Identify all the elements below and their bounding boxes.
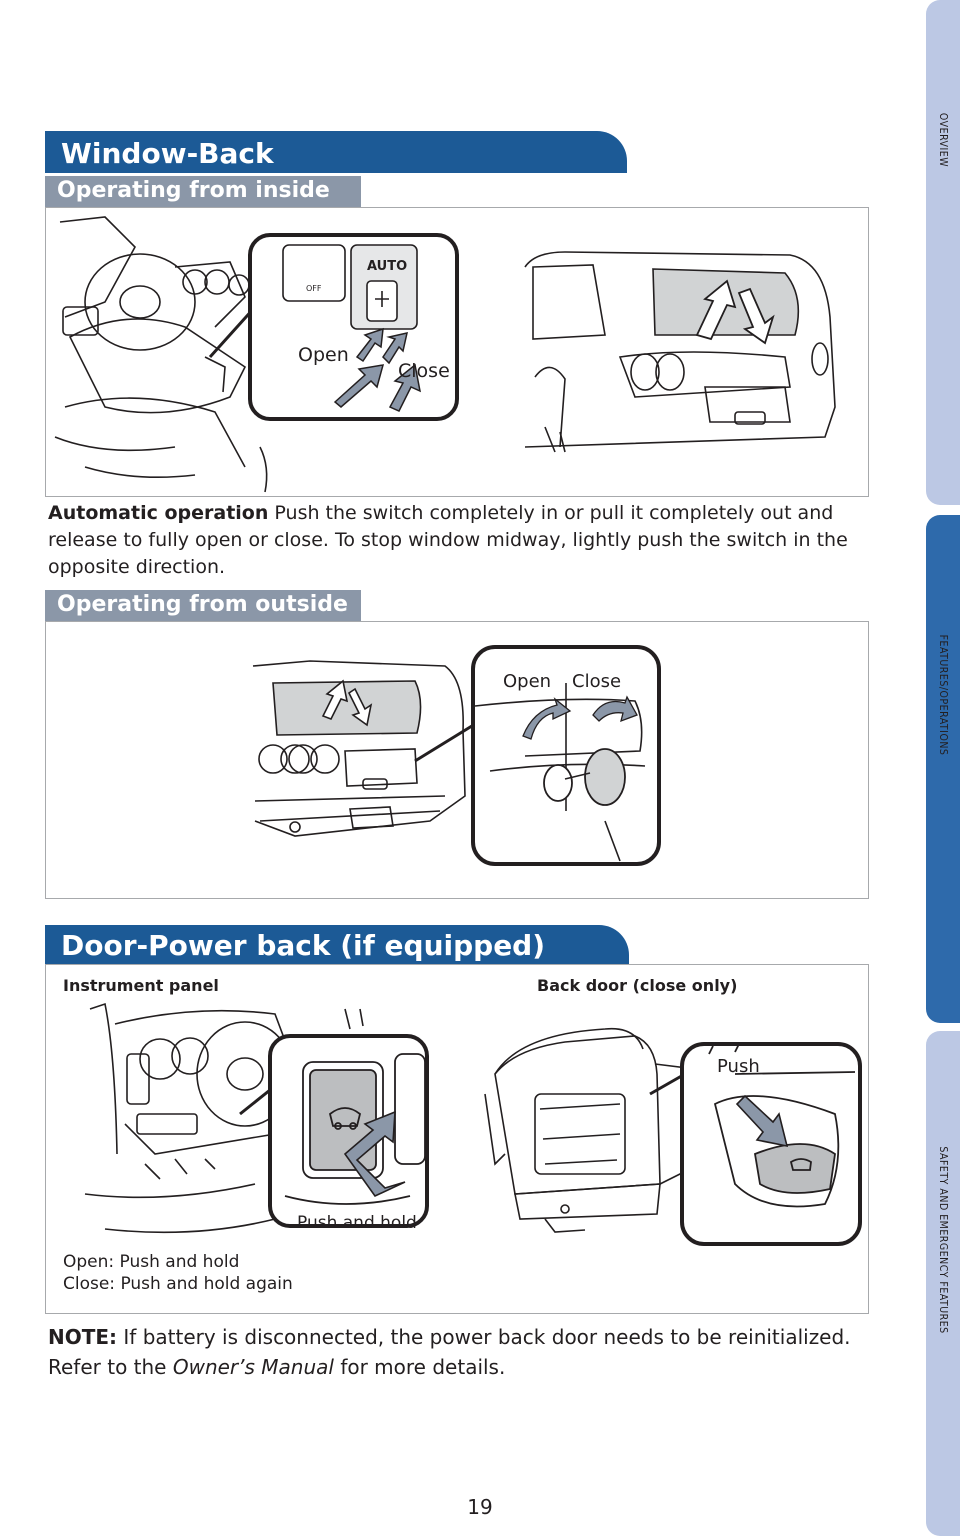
inside-open-label: Open bbox=[298, 344, 349, 366]
tab-features-operations[interactable] bbox=[926, 515, 960, 1023]
page-number: 19 bbox=[467, 1495, 493, 1519]
note-text-2: for more details. bbox=[333, 1355, 506, 1379]
tab-safety[interactable] bbox=[926, 1031, 960, 1536]
section-title-window-back: Window-Back bbox=[45, 131, 627, 173]
note-paragraph: NOTE: If battery is disconnected, the po… bbox=[48, 1322, 868, 1382]
illustration-panel-outside bbox=[45, 621, 869, 899]
exterior-key-illustration bbox=[252, 645, 661, 866]
push-label: Push bbox=[717, 1056, 760, 1077]
automatic-operation-paragraph: Automatic operation Push the switch comp… bbox=[48, 500, 868, 581]
tab-overview-label: OVERVIEW bbox=[937, 112, 949, 168]
note-owners-manual: Owner’s Manual bbox=[172, 1355, 334, 1379]
inside-close-label: Close bbox=[398, 360, 450, 382]
note-label: NOTE: bbox=[48, 1325, 118, 1349]
back-door-label: Back door (close only) bbox=[537, 976, 738, 995]
caption-close: Close: Push and hold again bbox=[63, 1274, 293, 1294]
subsection-title-outside: Operating from outside bbox=[45, 590, 361, 622]
outside-close-label: Close bbox=[572, 671, 622, 692]
push-and-hold-label: Push and hold bbox=[297, 1213, 417, 1233]
power-back-door-illustration bbox=[84, 1002, 862, 1246]
automatic-operation-heading: Automatic operation bbox=[48, 502, 269, 524]
tab-features-label: FEATURES/OPERATIONS bbox=[937, 634, 949, 756]
outside-open-label: Open bbox=[503, 671, 552, 692]
caption-open: Open: Push and hold bbox=[63, 1252, 240, 1272]
section-title-power-back-door: Door-Power back (if equipped) bbox=[45, 925, 629, 965]
switch-auto-text: AUTO bbox=[367, 259, 407, 274]
tab-overview[interactable] bbox=[926, 0, 960, 505]
subsection-title-inside: Operating from inside bbox=[45, 176, 361, 208]
tab-safety-label: SAFETY AND EMERGENCY FEATURES bbox=[937, 1146, 949, 1334]
note-text-1: If battery is disconnected, the power ba… bbox=[48, 1325, 851, 1379]
instrument-panel-label: Instrument panel bbox=[63, 976, 219, 995]
automatic-operation-text: Push the switch completely in or pull it… bbox=[48, 502, 848, 578]
switch-off-text: OFF bbox=[306, 284, 322, 293]
interior-switch-illustration: AUTO OFF bbox=[54, 216, 836, 493]
